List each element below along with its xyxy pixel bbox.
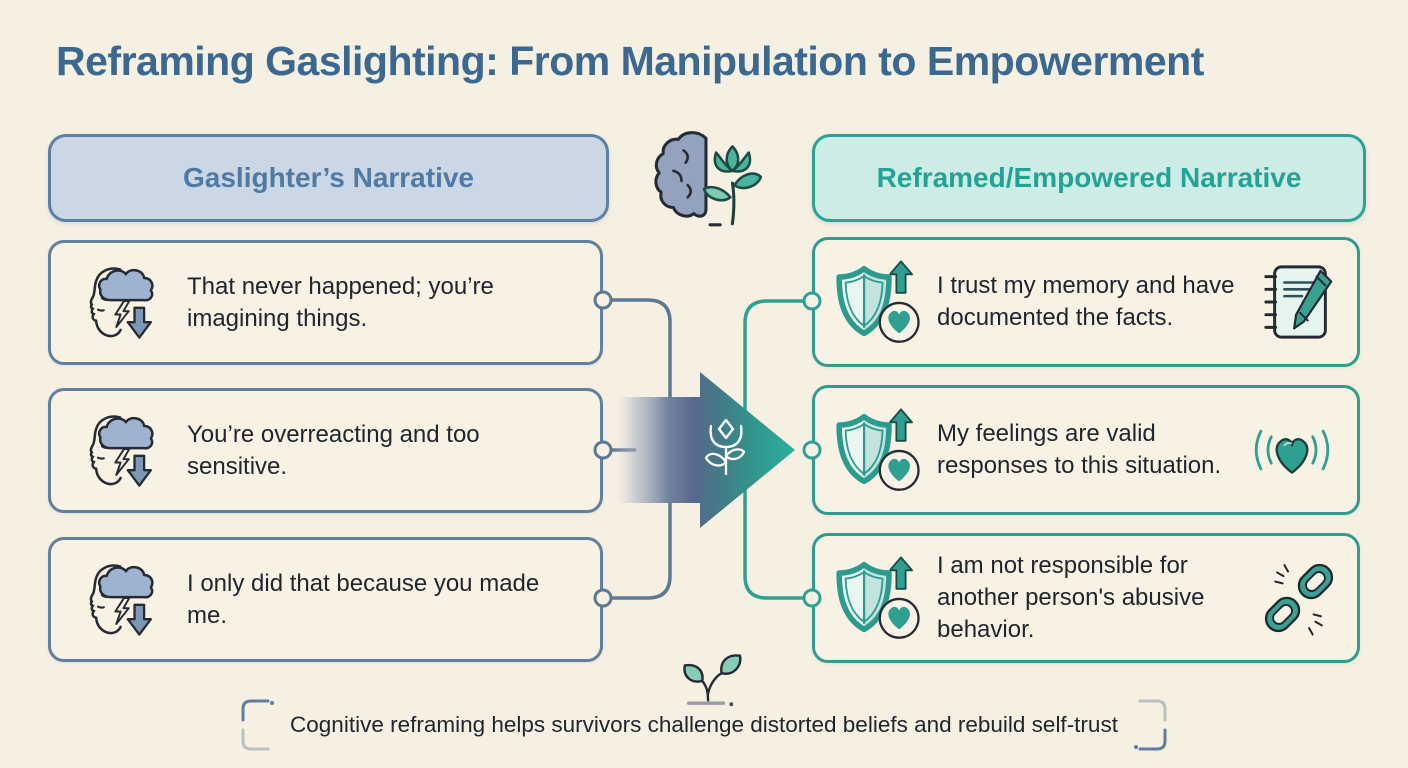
notepad-pen-icon <box>1264 265 1333 339</box>
head-storm-icon <box>89 414 154 487</box>
empowered-statement-text: I am not responsible for another person'… <box>937 552 1205 643</box>
gaslighter-header-label: Gaslighter’s Narrative <box>182 162 475 193</box>
right-connector-line <box>743 299 812 600</box>
head-storm-icon <box>89 563 154 636</box>
gaslighter-statement-box-3: I only did that because you made me. <box>48 537 603 662</box>
gaslighter-statement-text: I only did that because you made me. <box>187 569 540 629</box>
transformation-arrow <box>612 372 795 528</box>
right-bracket-icon <box>1133 699 1167 751</box>
empowered-header-label: Reframed/Empowered Narrative <box>876 162 1302 193</box>
empowered-statement-box-2: My feelings are valid responses to this … <box>812 385 1360 515</box>
shield-heart-up-icon <box>836 260 920 343</box>
footer-caption-text: Cognitive reframing helps survivors chal… <box>290 712 1118 737</box>
head-storm-icon <box>89 266 154 339</box>
empowered-narrative-header: Reframed/Empowered Narrative <box>812 134 1366 222</box>
empowered-statement-text: I trust my memory and have documented th… <box>937 272 1235 331</box>
left-connector-line <box>603 298 672 600</box>
empowered-statement-text: My feelings are valid responses to this … <box>937 420 1222 479</box>
shield-heart-up-icon <box>836 556 920 639</box>
gaslighter-statement-box-2: You’re overreacting and too sensitive. <box>48 388 603 513</box>
left-bracket-icon <box>241 699 275 751</box>
empowered-statement-box-3: I am not responsible for another person'… <box>812 533 1360 663</box>
gaslighter-statement-box-1: That never happened; you’re imagining th… <box>48 240 603 365</box>
footer-caption-row: Cognitive reframing helps survivors chal… <box>0 696 1408 754</box>
brain-flower-icon <box>644 122 772 241</box>
broken-chain-icon <box>1264 563 1334 636</box>
flower-outline-icon <box>704 418 746 476</box>
radiating-heart-icon <box>1254 429 1330 474</box>
gaslighter-statement-text: That never happened; you’re imagining th… <box>187 272 494 332</box>
page-title: Reframing Gaslighting: From Manipulation… <box>56 38 1204 84</box>
empowered-statement-box-1: I trust my memory and have documented th… <box>812 237 1360 367</box>
sprout-icon <box>672 648 746 715</box>
gaslighter-narrative-header: Gaslighter’s Narrative <box>48 134 609 222</box>
gaslighter-statement-text: You’re overreacting and too sensitive. <box>187 420 480 480</box>
shield-heart-up-icon <box>836 408 920 491</box>
